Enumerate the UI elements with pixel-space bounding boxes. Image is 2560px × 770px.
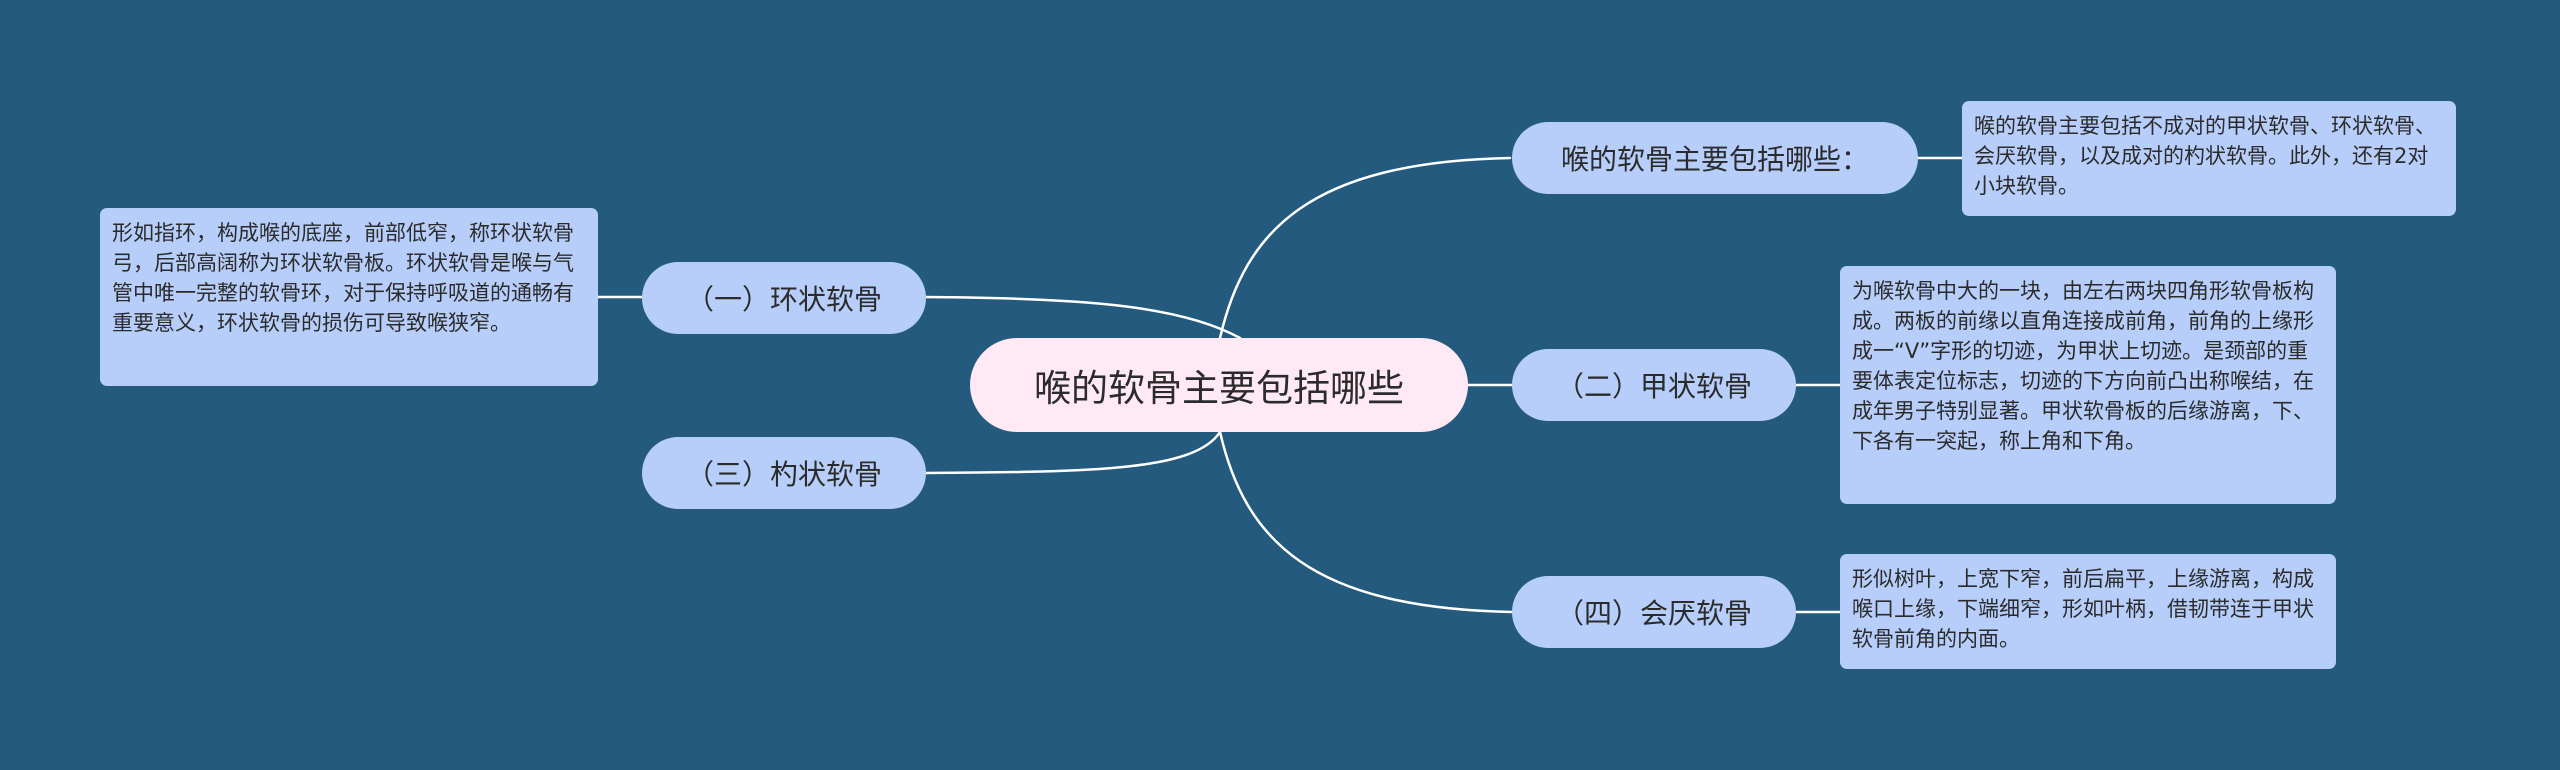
branch-arytenoid-label: （三）杓状软骨 bbox=[685, 458, 882, 491]
branch-epiglottic-cartilage[interactable]: （四）会厌软骨 bbox=[1512, 576, 1796, 648]
branch-cricoid-label: （一）环状软骨 bbox=[685, 283, 882, 316]
branch-epiglottic-label: （四）会厌软骨 bbox=[1555, 597, 1752, 630]
connector-root-to-branch-intro bbox=[1218, 156, 1512, 340]
branch-arytenoid-cartilage[interactable]: （三）杓状软骨 bbox=[642, 437, 926, 509]
branch-intro[interactable]: 喉的软骨主要包括哪些： bbox=[1512, 122, 1918, 194]
detail-epiglottic-cartilage[interactable]: 形似树叶，上宽下窄，前后扁平，上缘游离，构成喉口上缘，下端细窄，形如叶柄，借韧带… bbox=[1840, 554, 2336, 669]
branch-intro-label: 喉的软骨主要包括哪些： bbox=[1560, 143, 1869, 176]
detail-epiglottic-text: 形似树叶，上宽下窄，前后扁平，上缘游离，构成喉口上缘，下端细窄，形如叶柄，借韧带… bbox=[1852, 567, 2314, 651]
branch-thyroid-cartilage[interactable]: （二）甲状软骨 bbox=[1512, 349, 1796, 421]
detail-thyroid-cartilage[interactable]: 为喉软骨中大的一块，由左右两块四角形软骨板构成。两板的前缘以直角连接成前角，前角… bbox=[1840, 266, 2336, 504]
root-topic-label: 喉的软骨主要包括哪些 bbox=[1034, 367, 1404, 410]
detail-cricoid-text: 形如指环，构成喉的底座，前部低窄，称环状软骨弓，后部高阔称为环状软骨板。环状软骨… bbox=[112, 221, 574, 335]
branch-cricoid-cartilage[interactable]: （一）环状软骨 bbox=[642, 262, 926, 334]
detail-intro-text: 喉的软骨主要包括不成对的甲状软骨、环状软骨、会厌软骨，以及成对的杓状软骨。此外，… bbox=[1974, 114, 2436, 198]
detail-thyroid-text: 为喉软骨中大的一块，由左右两块四角形软骨板构成。两板的前缘以直角连接成前角，前角… bbox=[1852, 279, 2314, 453]
connector-root-to-branch-arytenoid bbox=[923, 430, 1222, 475]
detail-intro[interactable]: 喉的软骨主要包括不成对的甲状软骨、环状软骨、会厌软骨，以及成对的杓状软骨。此外，… bbox=[1962, 101, 2456, 216]
connector-root-to-branch-cricoid bbox=[923, 295, 1242, 340]
detail-cricoid-cartilage[interactable]: 形如指环，构成喉的底座，前部低窄，称环状软骨弓，后部高阔称为环状软骨板。环状软骨… bbox=[100, 208, 598, 386]
branch-thyroid-label: （二）甲状软骨 bbox=[1555, 370, 1752, 403]
connector-root-to-branch-epiglottic bbox=[1218, 430, 1514, 614]
root-topic[interactable]: 喉的软骨主要包括哪些 bbox=[970, 338, 1468, 432]
